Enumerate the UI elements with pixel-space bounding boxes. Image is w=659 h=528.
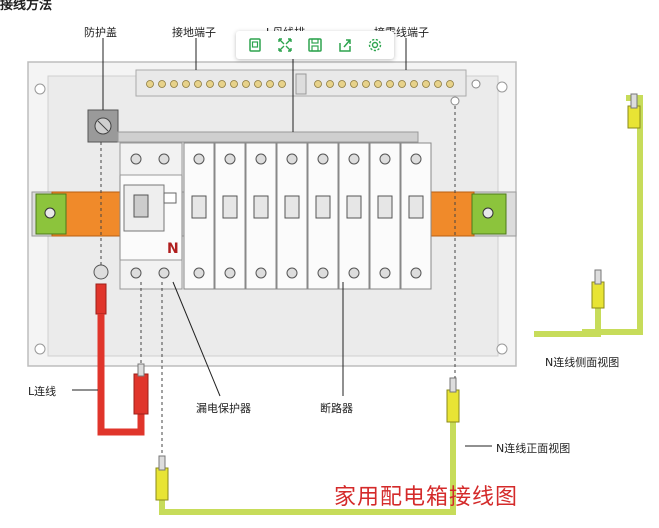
page-heading: 接线方法	[0, 0, 53, 13]
din-clip-right	[429, 191, 475, 237]
label-rcd: 漏电保护器	[196, 402, 251, 415]
dashed-guides	[100, 106, 456, 456]
label-breaker: 断路器	[320, 402, 353, 415]
save-icon[interactable]	[304, 34, 326, 56]
share-icon[interactable]	[334, 34, 356, 56]
n-wire-front	[155, 377, 460, 515]
l-busbar	[117, 131, 419, 143]
rcd-module	[119, 142, 183, 290]
expand-icon[interactable]	[274, 34, 296, 56]
n-mark: N	[167, 241, 179, 257]
settings-icon[interactable]	[364, 34, 386, 56]
breaker-screws	[193, 153, 422, 279]
label-cover: 防护盖	[84, 26, 117, 39]
label-l-wire: L连线	[28, 385, 57, 398]
breaker-handles	[191, 195, 424, 219]
end-block-right	[471, 193, 507, 235]
terminal-divider	[295, 73, 307, 95]
image-toolbar	[236, 31, 394, 59]
n-wire-side	[534, 93, 643, 337]
label-n-side-view: N连线侧面视图	[545, 356, 620, 369]
neutral-terminal-screws	[314, 80, 454, 88]
l-wire	[93, 264, 149, 436]
panel-screws	[34, 81, 508, 355]
ground-terminal-screws	[146, 80, 286, 88]
copy-icon[interactable]	[244, 34, 266, 56]
protective-cover	[87, 109, 119, 143]
diagram-title: 家用配电箱接线图	[334, 485, 519, 510]
label-n-front-view: N连线正面视图	[496, 442, 571, 455]
label-ground-terminal: 接地端子	[172, 26, 216, 39]
breakers	[183, 142, 432, 290]
